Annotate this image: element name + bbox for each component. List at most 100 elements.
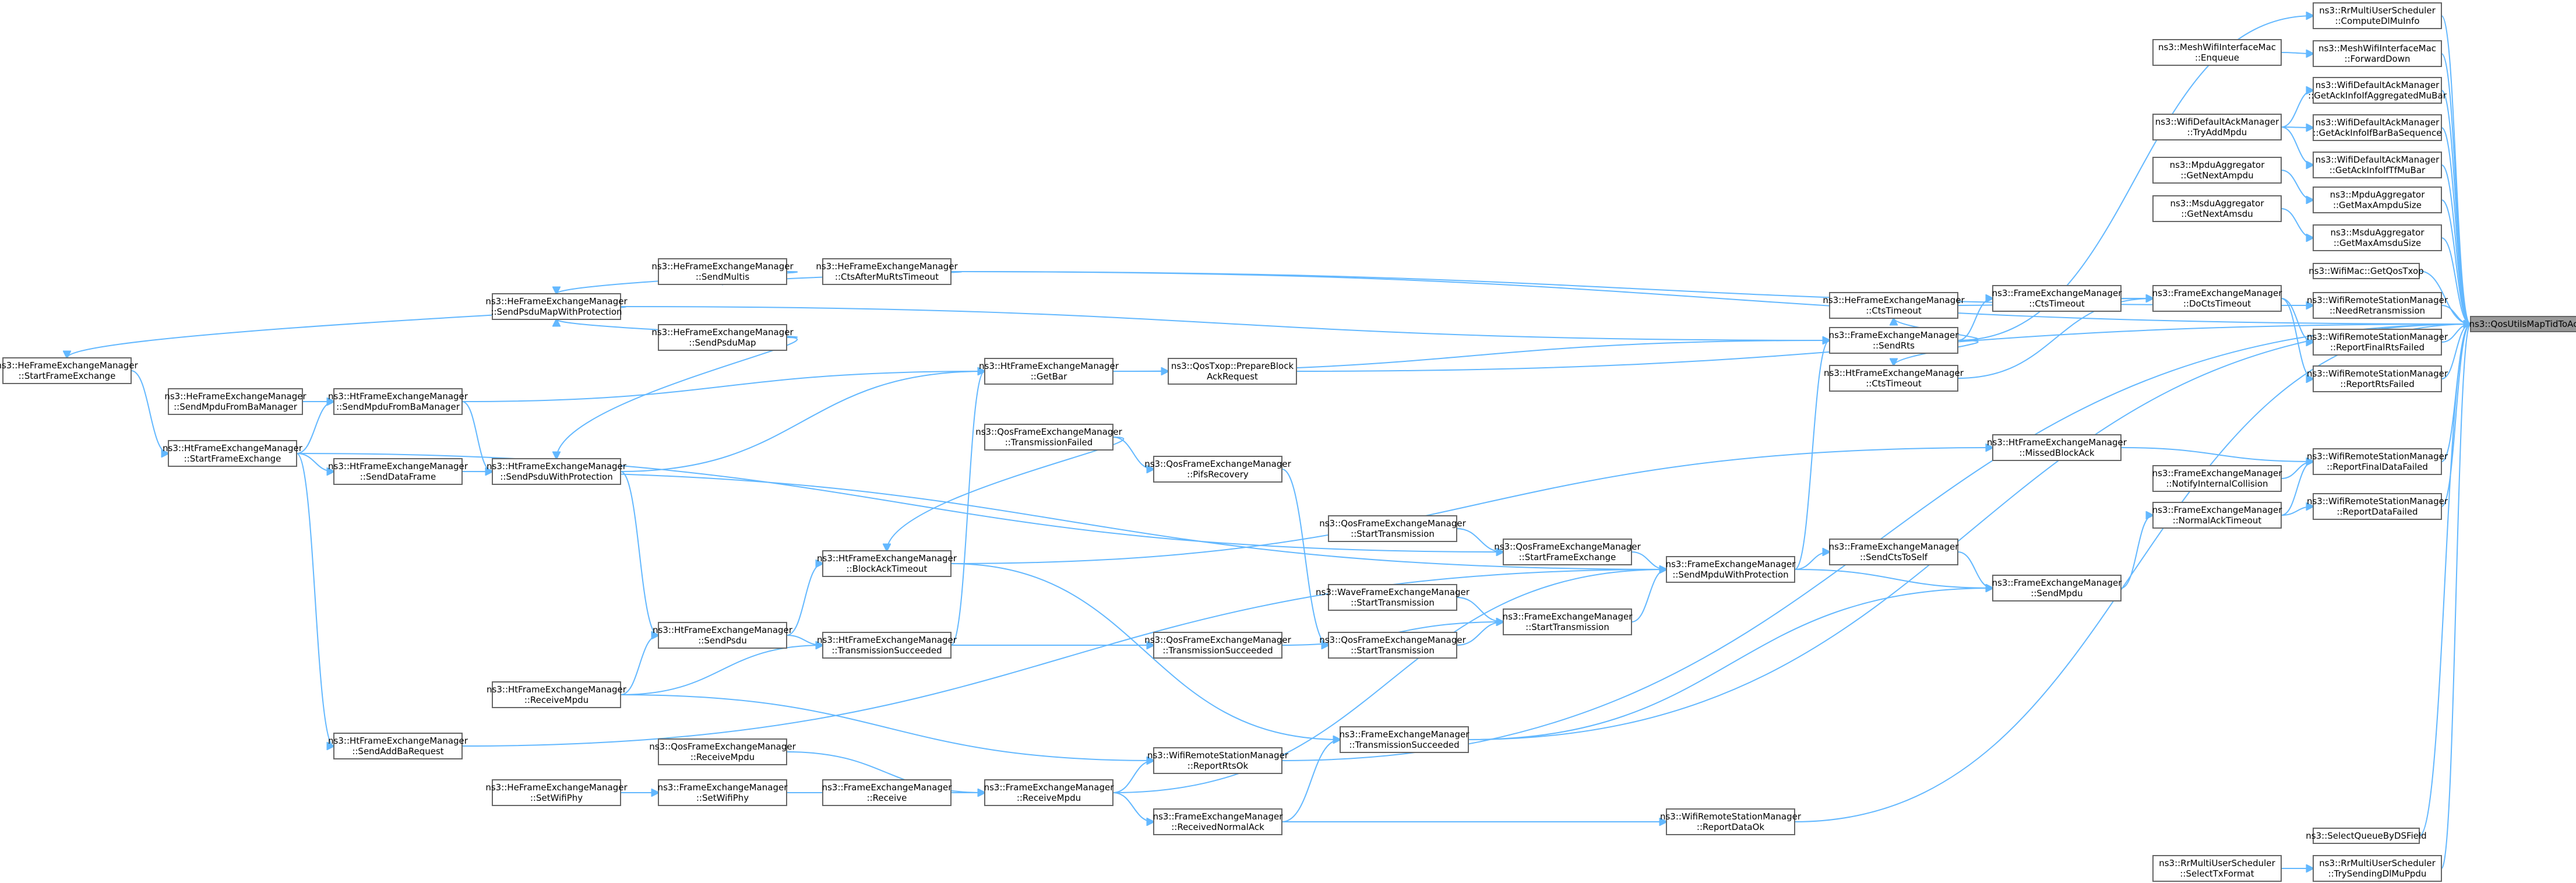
- node-m1[interactable]: ns3::QosFrameExchangeManager::StartFrame…: [1494, 539, 1641, 565]
- node-box[interactable]: [1153, 456, 1282, 483]
- node-box[interactable]: [2, 357, 132, 384]
- node-g3[interactable]: ns3::HtFrameExchangeManager::StartFrameE…: [163, 440, 303, 467]
- node-box[interactable]: [658, 258, 787, 285]
- node-box[interactable]: [2313, 292, 2442, 319]
- node-p3[interactable]: ns3::HtFrameExchangeManager::CtsTimeout: [1824, 365, 1964, 392]
- node-j4[interactable]: ns3::QosFrameExchangeManager::ReceiveMpd…: [649, 738, 797, 765]
- node-o3[interactable]: ns3::FrameExchangeManager::SendMpduWithP…: [1666, 556, 1796, 583]
- node-r10[interactable]: ns3::WifiRemoteStationManager::ReportFin…: [2307, 329, 2448, 356]
- node-o4[interactable]: ns3::WifiRemoteStationManager::ReportDat…: [1660, 808, 1802, 835]
- node-r3[interactable]: ns3::WifiDefaultAckManager::GetAckInfoIf…: [2308, 77, 2447, 104]
- node-r9[interactable]: ns3::WifiRemoteStationManager::NeedRetra…: [2307, 292, 2448, 319]
- node-box[interactable]: [492, 779, 621, 806]
- node-box[interactable]: [1666, 556, 1795, 583]
- node-k5[interactable]: ns3::HtFrameExchangeManager::Transmissio…: [817, 632, 957, 659]
- node-q7[interactable]: ns3::FrameExchangeManager::NormalAckTime…: [2152, 502, 2283, 529]
- node-box[interactable]: [492, 458, 621, 485]
- node-box[interactable]: [658, 738, 787, 765]
- node-box[interactable]: [984, 358, 1113, 385]
- node-box[interactable]: [1153, 747, 1282, 774]
- node-p5[interactable]: ns3::FrameExchangeManager::SendMpdu: [1992, 575, 2123, 601]
- node-m2[interactable]: ns3::FrameExchangeManager::StartTransmis…: [1503, 608, 1633, 635]
- node-r6[interactable]: ns3::MpduAggregator::GetMaxAmpduSize: [2313, 187, 2442, 213]
- node-j6[interactable]: ns3::FrameExchangeManager::Receive: [822, 779, 953, 806]
- node-h1[interactable]: ns3::HtFrameExchangeManager::SendMpduFro…: [328, 388, 468, 415]
- node-l7[interactable]: ns3::WifiRemoteStationManager::ReportRts…: [1147, 747, 1289, 774]
- node-box[interactable]: [658, 779, 787, 806]
- node-box[interactable]: [168, 388, 303, 415]
- node-box[interactable]: [2152, 465, 2282, 492]
- node-box[interactable]: [1992, 434, 2122, 461]
- node-box[interactable]: [1328, 515, 1457, 542]
- node-box[interactable]: [1328, 632, 1457, 659]
- node-o2[interactable]: ns3::FrameExchangeManager::SendCtsToSelf: [1829, 539, 1960, 565]
- node-box[interactable]: [2313, 828, 2420, 844]
- node-r15[interactable]: ns3::RrMultiUserScheduler::TrySendingDlM…: [2313, 855, 2442, 882]
- node-box[interactable]: [1328, 584, 1457, 611]
- node-k6[interactable]: ns3::FrameExchangeManager::ReceiveMpdu: [984, 779, 1115, 806]
- node-box[interactable]: [2313, 114, 2442, 141]
- node-box[interactable]: [2313, 77, 2442, 104]
- node-box[interactable]: [822, 632, 952, 659]
- node-box[interactable]: [1992, 285, 2122, 312]
- node-box[interactable]: [333, 388, 463, 415]
- node-j2[interactable]: ns3::HeFrameExchangeManager::SendPsduMap: [651, 324, 794, 351]
- node-q3[interactable]: ns3::MpduAggregator::GetNextAmpdu: [2152, 157, 2282, 184]
- node-j1[interactable]: ns3::HeFrameExchangeManager::SendMultis: [651, 258, 794, 285]
- node-i2[interactable]: ns3::HtFrameExchangeManager::SendPsduWit…: [487, 458, 627, 485]
- node-r13[interactable]: ns3::WifiRemoteStationManager::ReportDat…: [2307, 493, 2448, 520]
- node-box[interactable]: [2152, 157, 2282, 184]
- node-box[interactable]: [1829, 539, 1958, 565]
- node-box[interactable]: [2152, 39, 2282, 66]
- node-box[interactable]: [2152, 285, 2282, 312]
- node-k4[interactable]: ns3::HtFrameExchangeManager::BlockAckTim…: [817, 550, 957, 577]
- node-box[interactable]: [1829, 365, 1958, 392]
- node-box[interactable]: [1829, 292, 1958, 319]
- node-box[interactable]: [1340, 726, 1469, 753]
- node-box[interactable]: [658, 324, 787, 351]
- node-box[interactable]: [1168, 358, 1297, 385]
- node-box[interactable]: [1153, 808, 1282, 835]
- node-box[interactable]: [2313, 493, 2442, 520]
- node-box[interactable]: [1503, 608, 1632, 635]
- node-box[interactable]: [2313, 40, 2442, 67]
- node-r1[interactable]: ns3::RrMultiUserScheduler::ComputeDlMuIn…: [2313, 2, 2442, 29]
- node-i1[interactable]: ns3::HeFrameExchangeManager::SendPsduMap…: [485, 293, 628, 320]
- node-r11[interactable]: ns3::WifiRemoteStationManager::ReportRts…: [2307, 365, 2448, 392]
- node-box[interactable]: [658, 622, 787, 649]
- node-box[interactable]: [1153, 632, 1282, 659]
- node-box[interactable]: [2313, 2, 2442, 29]
- node-box[interactable]: [2313, 365, 2442, 392]
- node-box[interactable]: [2313, 448, 2442, 475]
- node-box[interactable]: [984, 424, 1113, 451]
- node-box[interactable]: [333, 733, 463, 759]
- node-r14[interactable]: ns3::SelectQueueByDSField: [2306, 828, 2427, 844]
- node-box[interactable]: [492, 681, 621, 708]
- node-k3[interactable]: ns3::QosFrameExchangeManager::Transmissi…: [975, 424, 1123, 451]
- node-p1[interactable]: ns3::HeFrameExchangeManager::CtsTimeout: [1823, 292, 1965, 319]
- node-box[interactable]: [168, 440, 297, 467]
- node-l6[interactable]: ns3::QosFrameExchangeManager::Transmissi…: [1144, 632, 1292, 659]
- node-h2[interactable]: ns3::HtFrameExchangeManager::SendDataFra…: [328, 458, 468, 485]
- node-box[interactable]: [2152, 114, 2282, 140]
- node-box[interactable]: [2470, 316, 2576, 332]
- node-box[interactable]: [984, 779, 1113, 806]
- node-r5[interactable]: ns3::WifiDefaultAckManager::GetAckInfoIf…: [2313, 152, 2442, 178]
- node-r4[interactable]: ns3::WifiDefaultAckManager::GetAckInfoIf…: [2313, 114, 2442, 141]
- node-q1[interactable]: ns3::MeshWifiInterfaceMac::Enqueue: [2152, 39, 2282, 66]
- node-box[interactable]: [492, 293, 621, 320]
- node-r2[interactable]: ns3::MeshWifiInterfaceMac::ForwardDown: [2313, 40, 2442, 67]
- node-l8[interactable]: ns3::FrameExchangeManager::ReceivedNorma…: [1153, 808, 1284, 835]
- node-q4[interactable]: ns3::MsduAggregator::GetNextAmsdu: [2152, 195, 2282, 222]
- node-box[interactable]: [2313, 187, 2442, 213]
- node-g2[interactable]: ns3::HeFrameExchangeManager::SendMpduFro…: [164, 388, 306, 415]
- node-q8[interactable]: ns3::RrMultiUserScheduler::SelectTxForma…: [2152, 855, 2282, 882]
- node-box[interactable]: [2313, 855, 2442, 882]
- node-box[interactable]: [822, 550, 952, 577]
- node-q2[interactable]: ns3::WifiDefaultAckManager::TryAddMpdu: [2152, 114, 2282, 140]
- node-r8[interactable]: ns3::WifiMac::GetQosTxop: [2309, 263, 2424, 279]
- node-h3[interactable]: ns3::HtFrameExchangeManager::SendAddBaRe…: [328, 733, 468, 759]
- node-k2[interactable]: ns3::HtFrameExchangeManager::GetBar: [979, 358, 1119, 385]
- node-box[interactable]: [2152, 195, 2282, 222]
